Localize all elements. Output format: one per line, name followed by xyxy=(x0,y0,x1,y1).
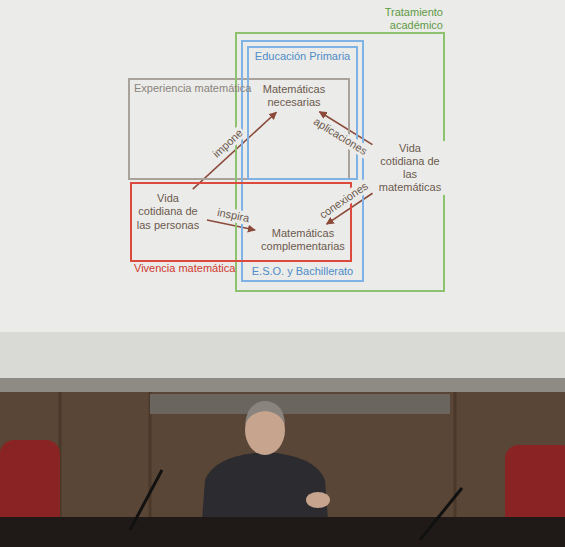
region-label: Tratamiento académico xyxy=(363,6,443,32)
region-label: Educación Primaria xyxy=(249,50,356,63)
concept-name: Vida cotidiana de las matemáticas xyxy=(377,142,443,195)
concept-text: Matemáticas necesarias xyxy=(252,82,336,110)
microphone xyxy=(420,488,462,540)
screen-lower-band xyxy=(0,332,565,378)
region-box: Tratamiento académicoE.S.O. y Bachillera… xyxy=(235,32,445,292)
concept-name: Vida cotidiana de las personas xyxy=(134,192,202,232)
speaker-hand xyxy=(306,492,330,508)
region-label: E.S.O. y Bachillerato xyxy=(243,265,362,278)
microphone xyxy=(130,470,162,530)
region-box: Educación PrimariaMatemáticas necesarias xyxy=(247,46,358,180)
region-name: Educación Primaria xyxy=(249,50,356,63)
desk xyxy=(0,517,565,547)
region-name: Vivencia matemática xyxy=(134,262,235,275)
region-box: E.S.O. y Bachillerato Educación PrimariaM… xyxy=(241,40,364,282)
concept-text: Vida cotidiana de las personas xyxy=(132,191,204,233)
region-name: Experiencia matemática xyxy=(134,82,251,95)
banner xyxy=(150,394,450,414)
concept-text: Vida cotidiana de las matemáticas xyxy=(375,141,445,196)
region-name: Tratamiento académico xyxy=(363,6,443,32)
concept-name: Matemáticas complementarias xyxy=(260,227,346,253)
projected-slide xyxy=(0,0,565,332)
arrow-label: inspira xyxy=(214,205,252,225)
speaker-hair xyxy=(245,401,285,425)
concept-name: Matemáticas necesarias xyxy=(254,83,334,109)
region-label: Vivencia matemática xyxy=(134,262,235,275)
concept-text: Matemáticas complementarias xyxy=(258,226,348,254)
screen-frame xyxy=(0,378,565,392)
region-label: Experiencia matemática xyxy=(134,82,251,95)
region-name: E.S.O. y Bachillerato xyxy=(243,265,362,278)
